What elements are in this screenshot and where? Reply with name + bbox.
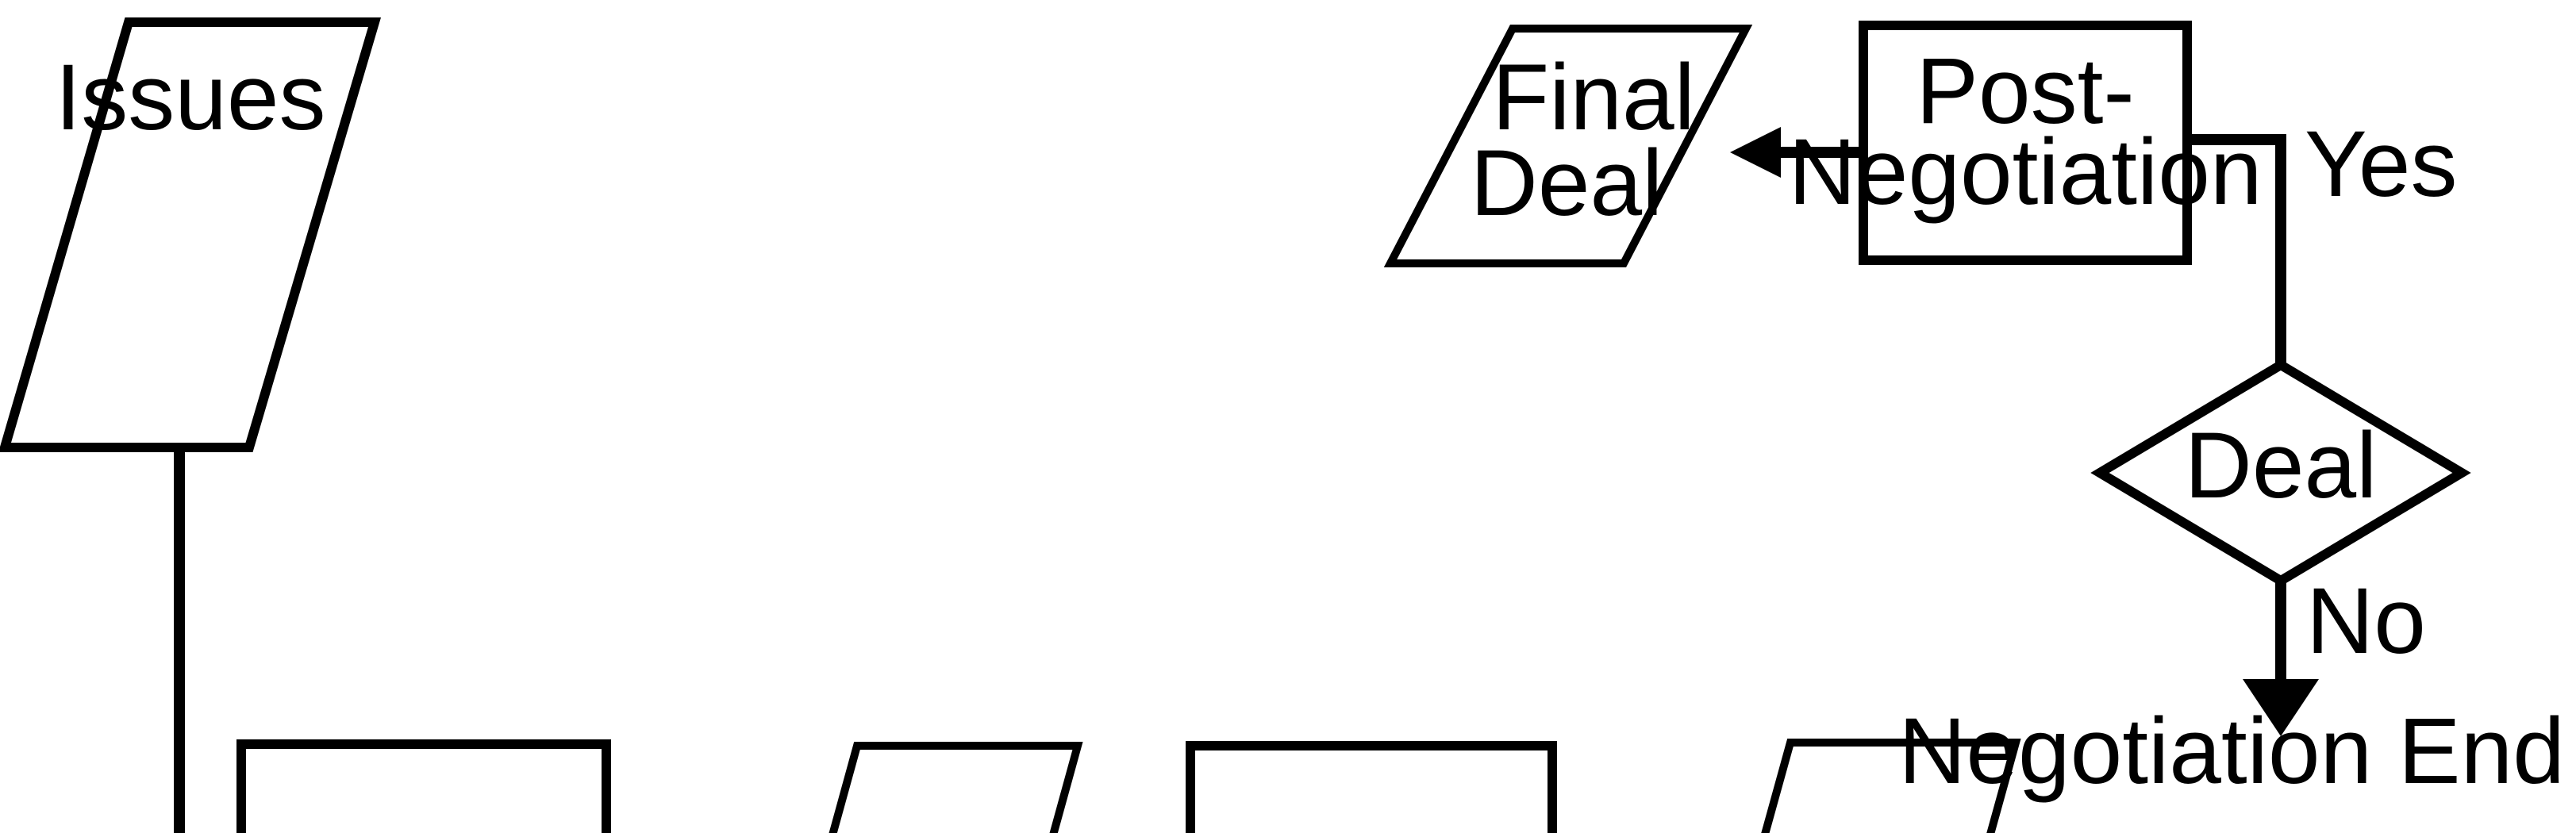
negotiation-end-label: Negotiation End [1898,699,2565,804]
final-deal-parallelogram [1383,25,1753,267]
edge-label-no: No [2306,569,2426,674]
edge-issues-line [174,447,185,833]
edge-post-negotiation-to-final-deal [1730,127,1863,178]
final-deal-label-line1: Final [1492,45,1695,150]
final-deal-label-line2: Deal [1471,131,1663,236]
post-negotiation-label-line2: Negotiation [1789,120,2263,225]
pre-negotiation-rectangle [236,739,611,833]
post-negotiation-label-line1: Post- [1916,39,2134,144]
node-final-deal[interactable]: Final Deal [1383,25,1753,267]
edge-deal-no-arrowhead [2243,679,2319,736]
edge-post-final-arrowhead [1730,127,1781,178]
actual-negotiation-rectangle [1186,741,1557,833]
edge-issues-to-pre-negotiation [174,447,185,833]
post-negotiation-rectangle [1859,21,2192,265]
node-outcome[interactable]: Outcome [1645,739,2025,833]
node-actual-negotiation[interactable]: Actual Negotiation [1135,741,1609,833]
node-negotiation-end[interactable]: Negotiation End [1898,699,2565,804]
node-deal[interactable]: Deal [2090,359,2471,586]
edge-label-yes: Yes [2305,112,2458,217]
node-plan[interactable]: Plan [724,742,1083,833]
issues-label: Issues [55,45,325,150]
node-pre-negotiation[interactable]: Pre- Negotiation [187,739,661,833]
issues-parallelogram [0,17,382,452]
plan-parallelogram [829,742,1083,833]
node-issues[interactable]: Issues [0,17,382,452]
edge-deal-no-to-negotiation-end: No [2243,569,2426,736]
deal-label: Deal [2185,413,2378,518]
outcome-parallelogram [1761,739,2021,833]
node-post-negotiation[interactable]: Post- Negotiation [1789,21,2263,265]
